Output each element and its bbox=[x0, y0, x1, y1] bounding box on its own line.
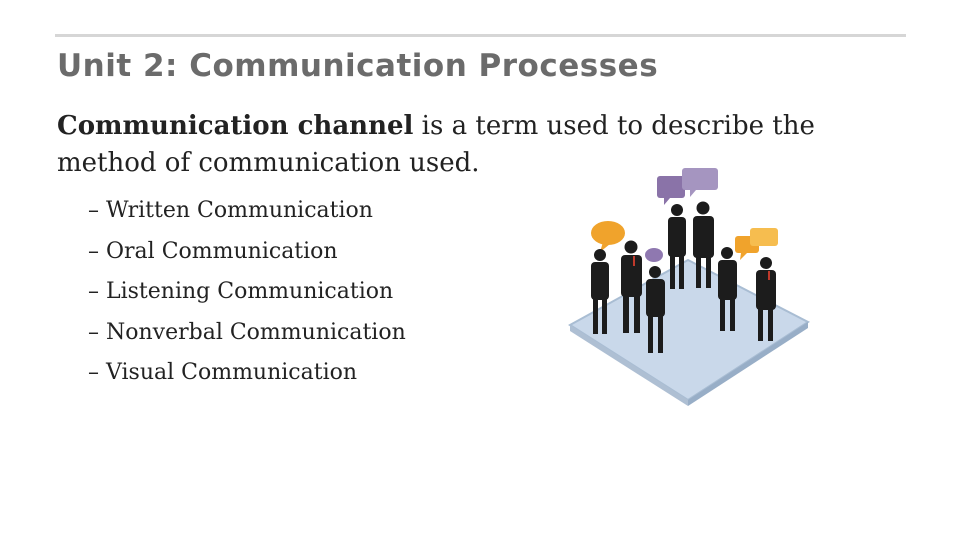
list-item: – Nonverbal Communication bbox=[88, 319, 406, 345]
intro-rest-line2: method of communication used. bbox=[57, 148, 480, 178]
list-item: – Oral Communication bbox=[88, 238, 338, 264]
speech-bubbles bbox=[591, 168, 778, 262]
top-divider bbox=[55, 34, 906, 37]
list-item: – Written Communication bbox=[88, 198, 373, 223]
platform-edge-right bbox=[688, 322, 808, 406]
channel-list: – Written Communication – Oral Communica… bbox=[88, 191, 406, 394]
intro-term: Communication channel bbox=[57, 111, 414, 141]
business-people-speech-bubbles-icon bbox=[560, 160, 820, 410]
platform-edge-left bbox=[570, 325, 688, 406]
illustration-svg bbox=[568, 168, 810, 406]
list-item: – Visual Communication bbox=[88, 360, 358, 385]
tie-accent bbox=[633, 256, 635, 266]
people-silhouettes bbox=[591, 201, 776, 353]
intro-rest-line1: is a term used to describe the bbox=[413, 111, 815, 141]
tie-accent bbox=[768, 271, 770, 280]
list-item: – Listening Communication bbox=[88, 279, 394, 304]
intro-paragraph: Communication channel is a term used to … bbox=[57, 108, 857, 182]
slide-title: Unit 2: Communication Processes bbox=[57, 48, 659, 84]
